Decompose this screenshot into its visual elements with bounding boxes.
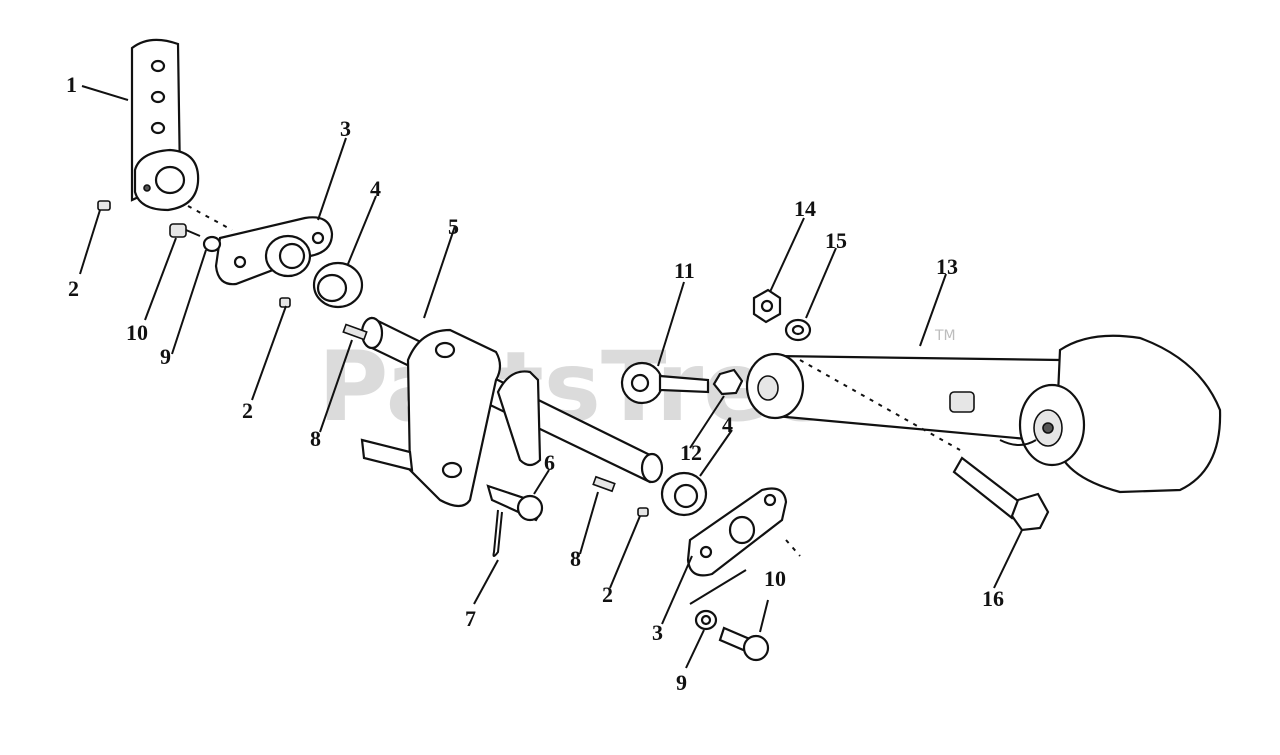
part-7-cotter-pin[interactable]	[492, 509, 503, 557]
part-5-shaft-assembly[interactable]	[360, 316, 664, 508]
part-10-bolt-lower[interactable]	[718, 626, 770, 662]
watermark-trademark: TM	[934, 328, 956, 344]
part-8-key-lower[interactable]	[592, 475, 616, 493]
callout-11[interactable]: 11	[674, 258, 695, 283]
callout-9[interactable]: 9	[160, 344, 171, 369]
callout-8[interactable]: 8	[570, 546, 581, 571]
part-13-actuator[interactable]	[745, 334, 1222, 494]
callout-3[interactable]: 3	[652, 620, 663, 645]
guide-lines	[187, 205, 961, 605]
callout-7[interactable]: 7	[465, 606, 476, 631]
callout-16[interactable]: 16	[982, 586, 1004, 611]
part-12-nut[interactable]	[712, 368, 744, 396]
callout-10[interactable]: 10	[764, 566, 786, 591]
callout-9[interactable]: 9	[676, 670, 687, 695]
callout-5[interactable]: 5	[448, 214, 459, 239]
part-9-washer-lower[interactable]	[694, 609, 718, 631]
part-11-rod-end[interactable]	[620, 361, 710, 405]
part-3-flange-lower[interactable]	[686, 487, 788, 577]
callout-2[interactable]: 2	[602, 582, 613, 607]
callout-4[interactable]: 4	[722, 412, 733, 437]
part-15-washer[interactable]	[784, 318, 812, 342]
part-9-washer-upper[interactable]	[202, 235, 222, 253]
part-10-bolt-upper[interactable]	[169, 223, 201, 238]
part-2-setscrew-upper[interactable]	[97, 200, 111, 211]
callout-1[interactable]: 1	[66, 72, 77, 97]
callout-12[interactable]: 12	[680, 440, 702, 465]
part-2-setscrew-lower[interactable]	[637, 507, 649, 517]
callout-2[interactable]: 2	[242, 398, 253, 423]
callouts: 1 2 3 4 5 10 9 2 8 11 14 15 13 6 12 4 8 …	[66, 72, 1004, 695]
callout-8[interactable]: 8	[310, 426, 321, 451]
part-14-nut[interactable]	[752, 288, 782, 324]
callout-10[interactable]: 10	[126, 320, 148, 345]
callout-6[interactable]: 6	[544, 450, 555, 475]
part-4-collar-upper[interactable]	[312, 261, 364, 309]
callout-2[interactable]: 2	[68, 276, 79, 301]
leader-lines	[79, 85, 1023, 669]
callout-15[interactable]: 15	[825, 228, 847, 253]
part-8-key-upper[interactable]	[342, 323, 368, 341]
part-2-setscrew-middle[interactable]	[279, 297, 291, 308]
part-6-clevis-pin[interactable]	[486, 484, 544, 522]
callout-14[interactable]: 14	[794, 196, 816, 221]
callout-3[interactable]: 3	[340, 116, 351, 141]
callout-4[interactable]: 4	[370, 176, 381, 201]
part-3-flange-upper[interactable]	[214, 216, 334, 286]
part-4-collar-lower[interactable]	[660, 471, 708, 517]
callout-13[interactable]: 13	[936, 254, 958, 279]
part-16-bolt[interactable]	[952, 456, 1050, 532]
part-1-bracket-arm[interactable]	[130, 38, 200, 212]
